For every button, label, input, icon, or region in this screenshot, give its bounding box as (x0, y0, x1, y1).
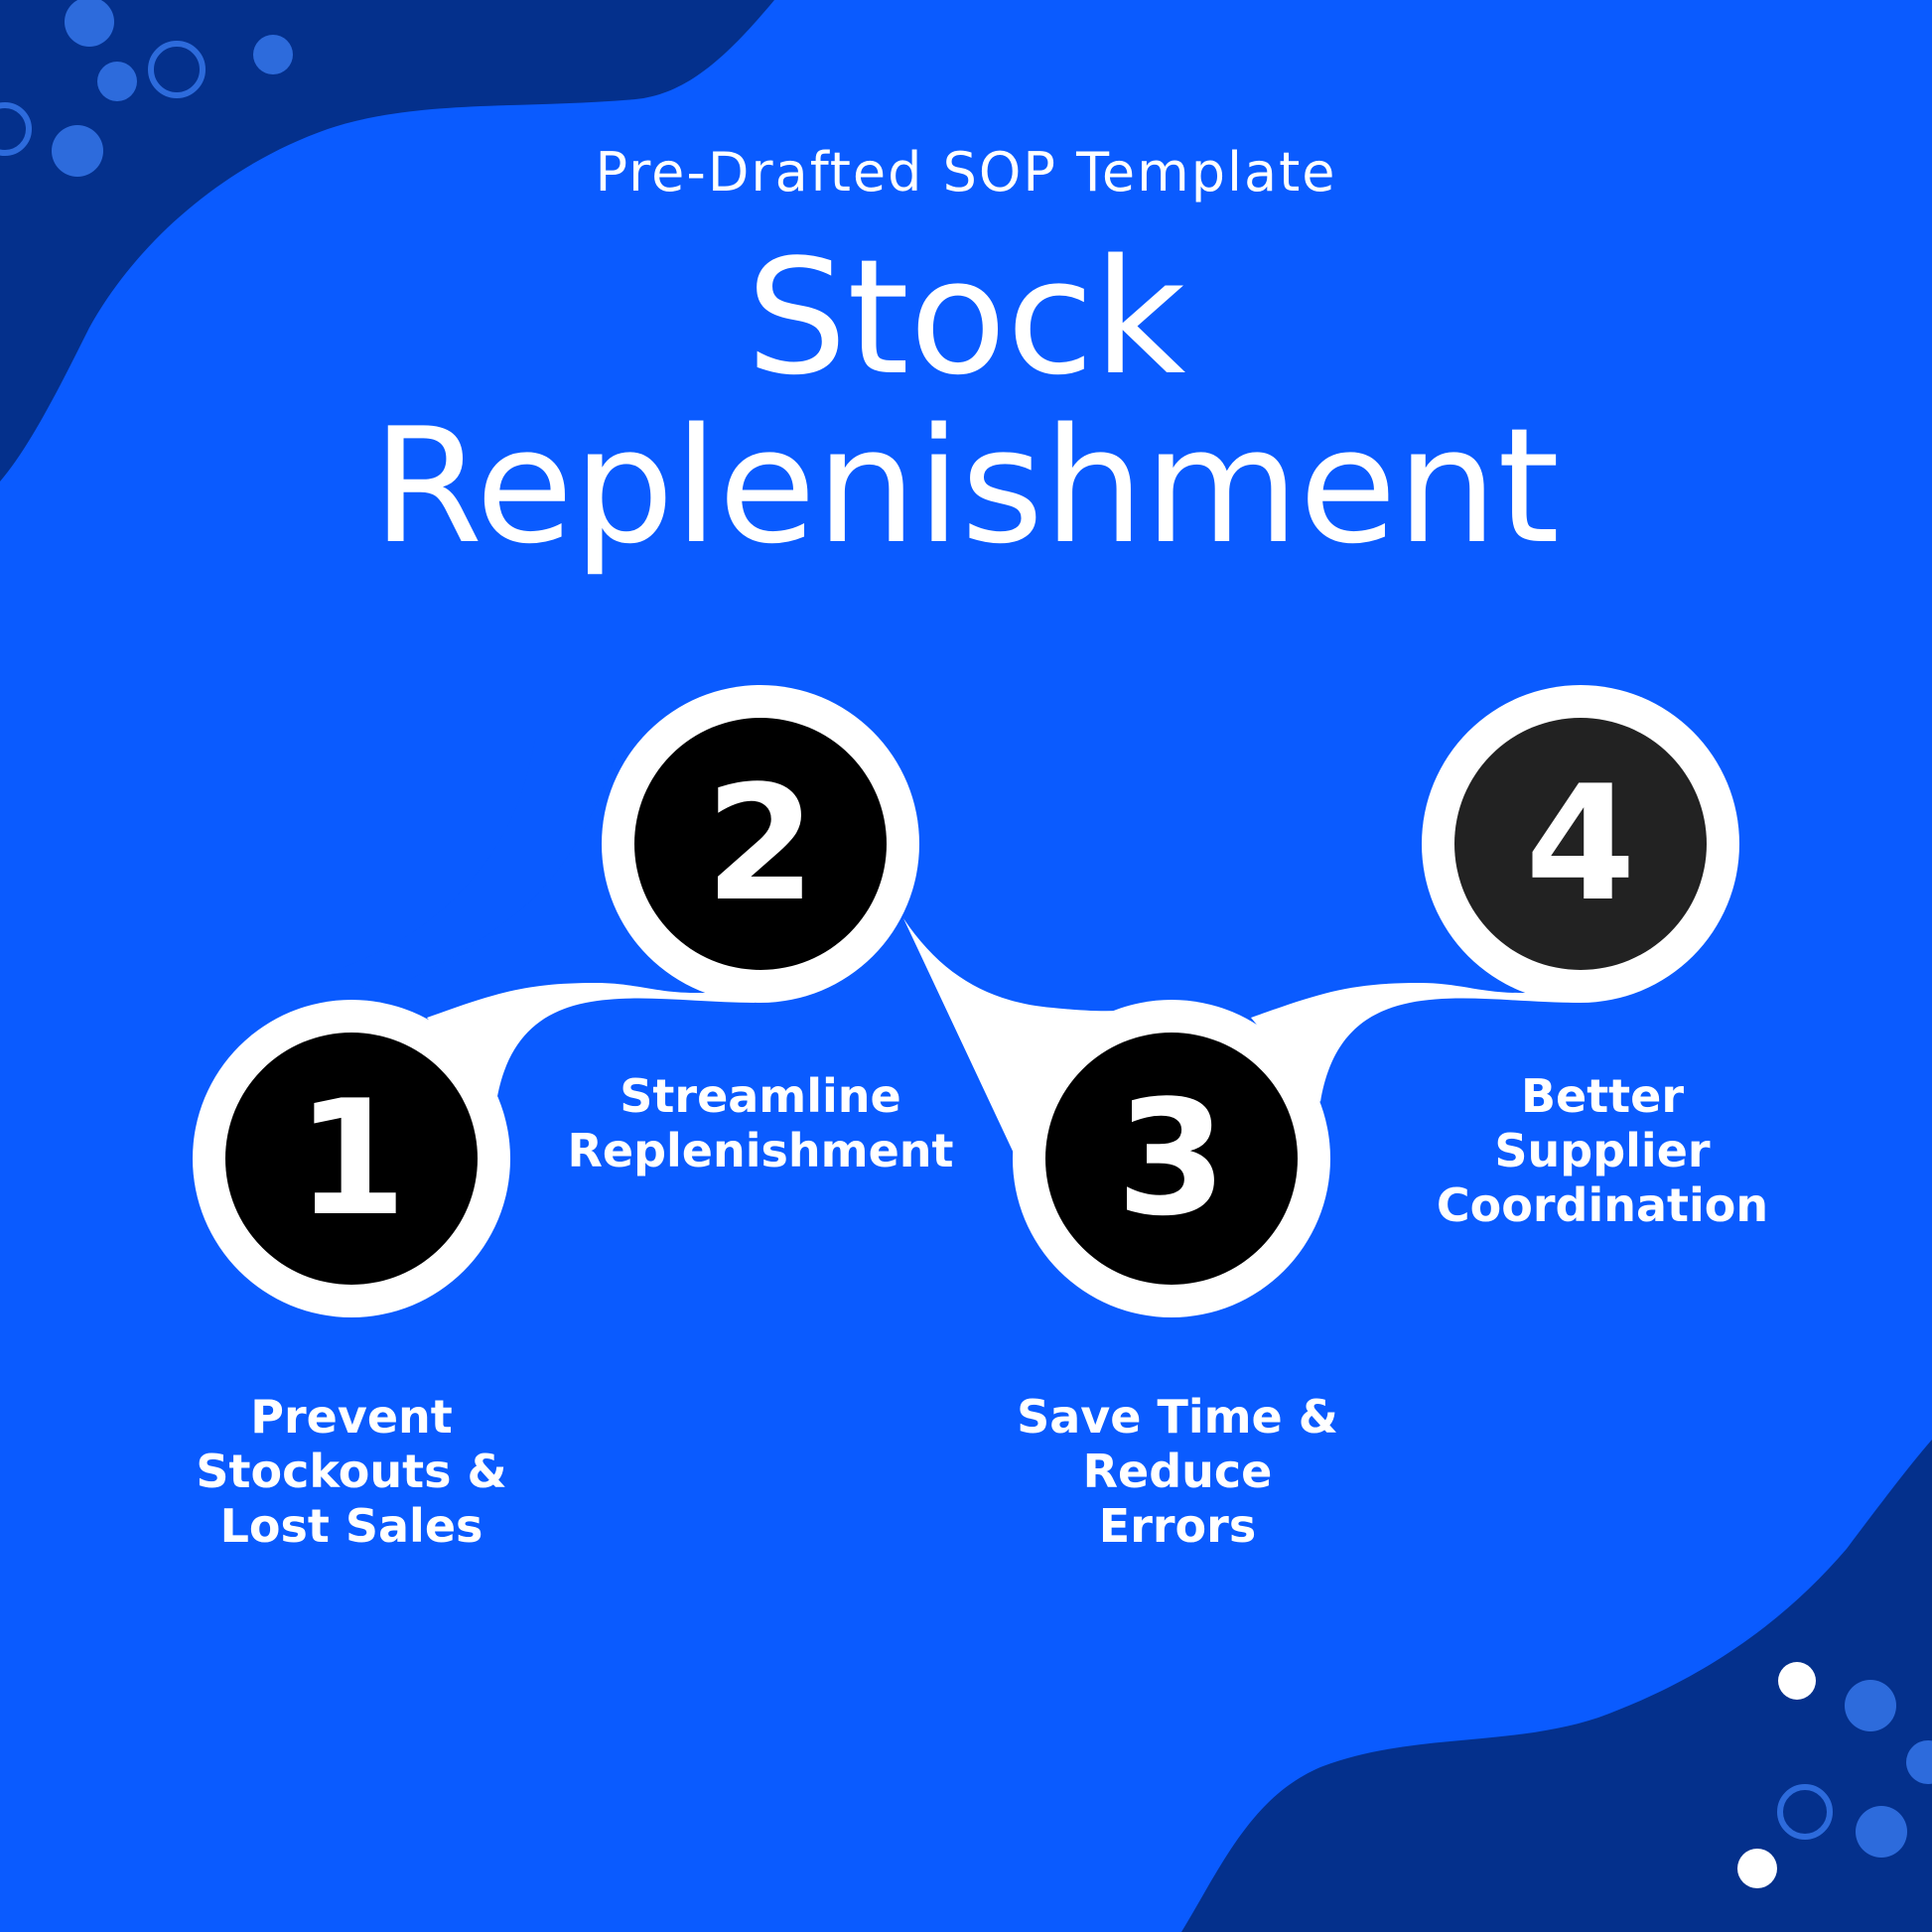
step-number-3: 3 (1116, 1065, 1227, 1251)
step-number-1: 1 (296, 1065, 407, 1251)
step-circle-2 (634, 718, 887, 970)
step-label-line: Replenishment (567, 1124, 954, 1177)
decor-dot (1737, 1849, 1777, 1888)
decor-dot (1778, 1662, 1816, 1700)
step-label-3: Save Time & Reduce Errors (969, 1390, 1386, 1554)
page-title-line-2: Replenishment (372, 393, 1560, 579)
decor-dot (52, 125, 103, 177)
decor-dot (253, 35, 293, 74)
step-label-line: Better (1520, 1069, 1685, 1123)
step-circle-3 (1045, 1033, 1298, 1285)
decor-ring (148, 41, 206, 98)
corner-blob-top-left (0, 0, 774, 482)
connector-cutouts (328, 735, 616, 993)
step-label-line: Supplier (1494, 1124, 1711, 1177)
decor-ring (0, 102, 32, 156)
step-label-line: Reduce (1082, 1445, 1273, 1498)
decor-dot (1906, 1740, 1932, 1784)
corner-blob-bottom-right (1181, 1440, 1932, 1932)
step-number-2: 2 (705, 751, 816, 936)
step-label-line: Errors (1098, 1499, 1257, 1553)
step-label-line: Prevent (250, 1390, 453, 1444)
decor-dot (97, 62, 137, 101)
step-circle-4 (1454, 718, 1707, 970)
step-label-line: Lost Sales (219, 1499, 483, 1553)
step-label-4: Better Supplier Coordination (1394, 1069, 1811, 1233)
step-label-line: Stockouts & (196, 1445, 507, 1498)
decor-dot (1845, 1680, 1896, 1731)
step-label-line: Save Time & (1017, 1390, 1338, 1444)
step-circle-1 (225, 1033, 478, 1285)
page-title-line-1: Stock (746, 224, 1186, 410)
step-label-2: Streamline Replenishment (552, 1069, 969, 1178)
page-subtitle: Pre-Drafted SOP Template (595, 141, 1337, 204)
step-number-4: 4 (1525, 751, 1636, 936)
step-label-line: Streamline (620, 1069, 901, 1123)
decor-dot (65, 0, 114, 47)
step-label-1: Prevent Stockouts & Lost Sales (143, 1390, 560, 1554)
decor-ring (1777, 1784, 1833, 1840)
decor-dot (1856, 1806, 1907, 1858)
step-label-line: Coordination (1436, 1178, 1769, 1232)
